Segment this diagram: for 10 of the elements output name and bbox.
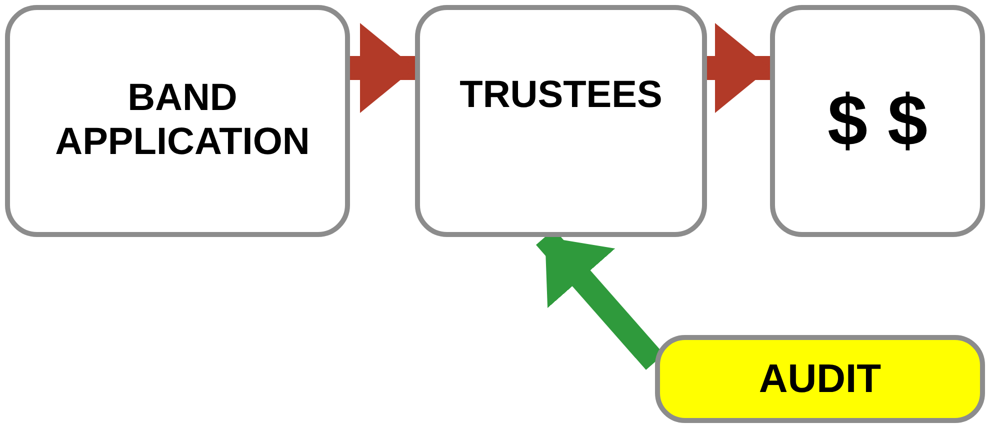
- box-label: $ $: [827, 80, 928, 162]
- box-label: AUDIT: [758, 356, 882, 402]
- arrow: [707, 23, 770, 113]
- process-box: [415, 5, 707, 237]
- box-label: TRUSTEES: [460, 74, 662, 118]
- box-label: BAND APPLICATION: [54, 77, 311, 165]
- process-box: [5, 5, 350, 237]
- arrow: [350, 23, 415, 113]
- audit-box: [655, 335, 985, 423]
- process-box: [770, 5, 985, 237]
